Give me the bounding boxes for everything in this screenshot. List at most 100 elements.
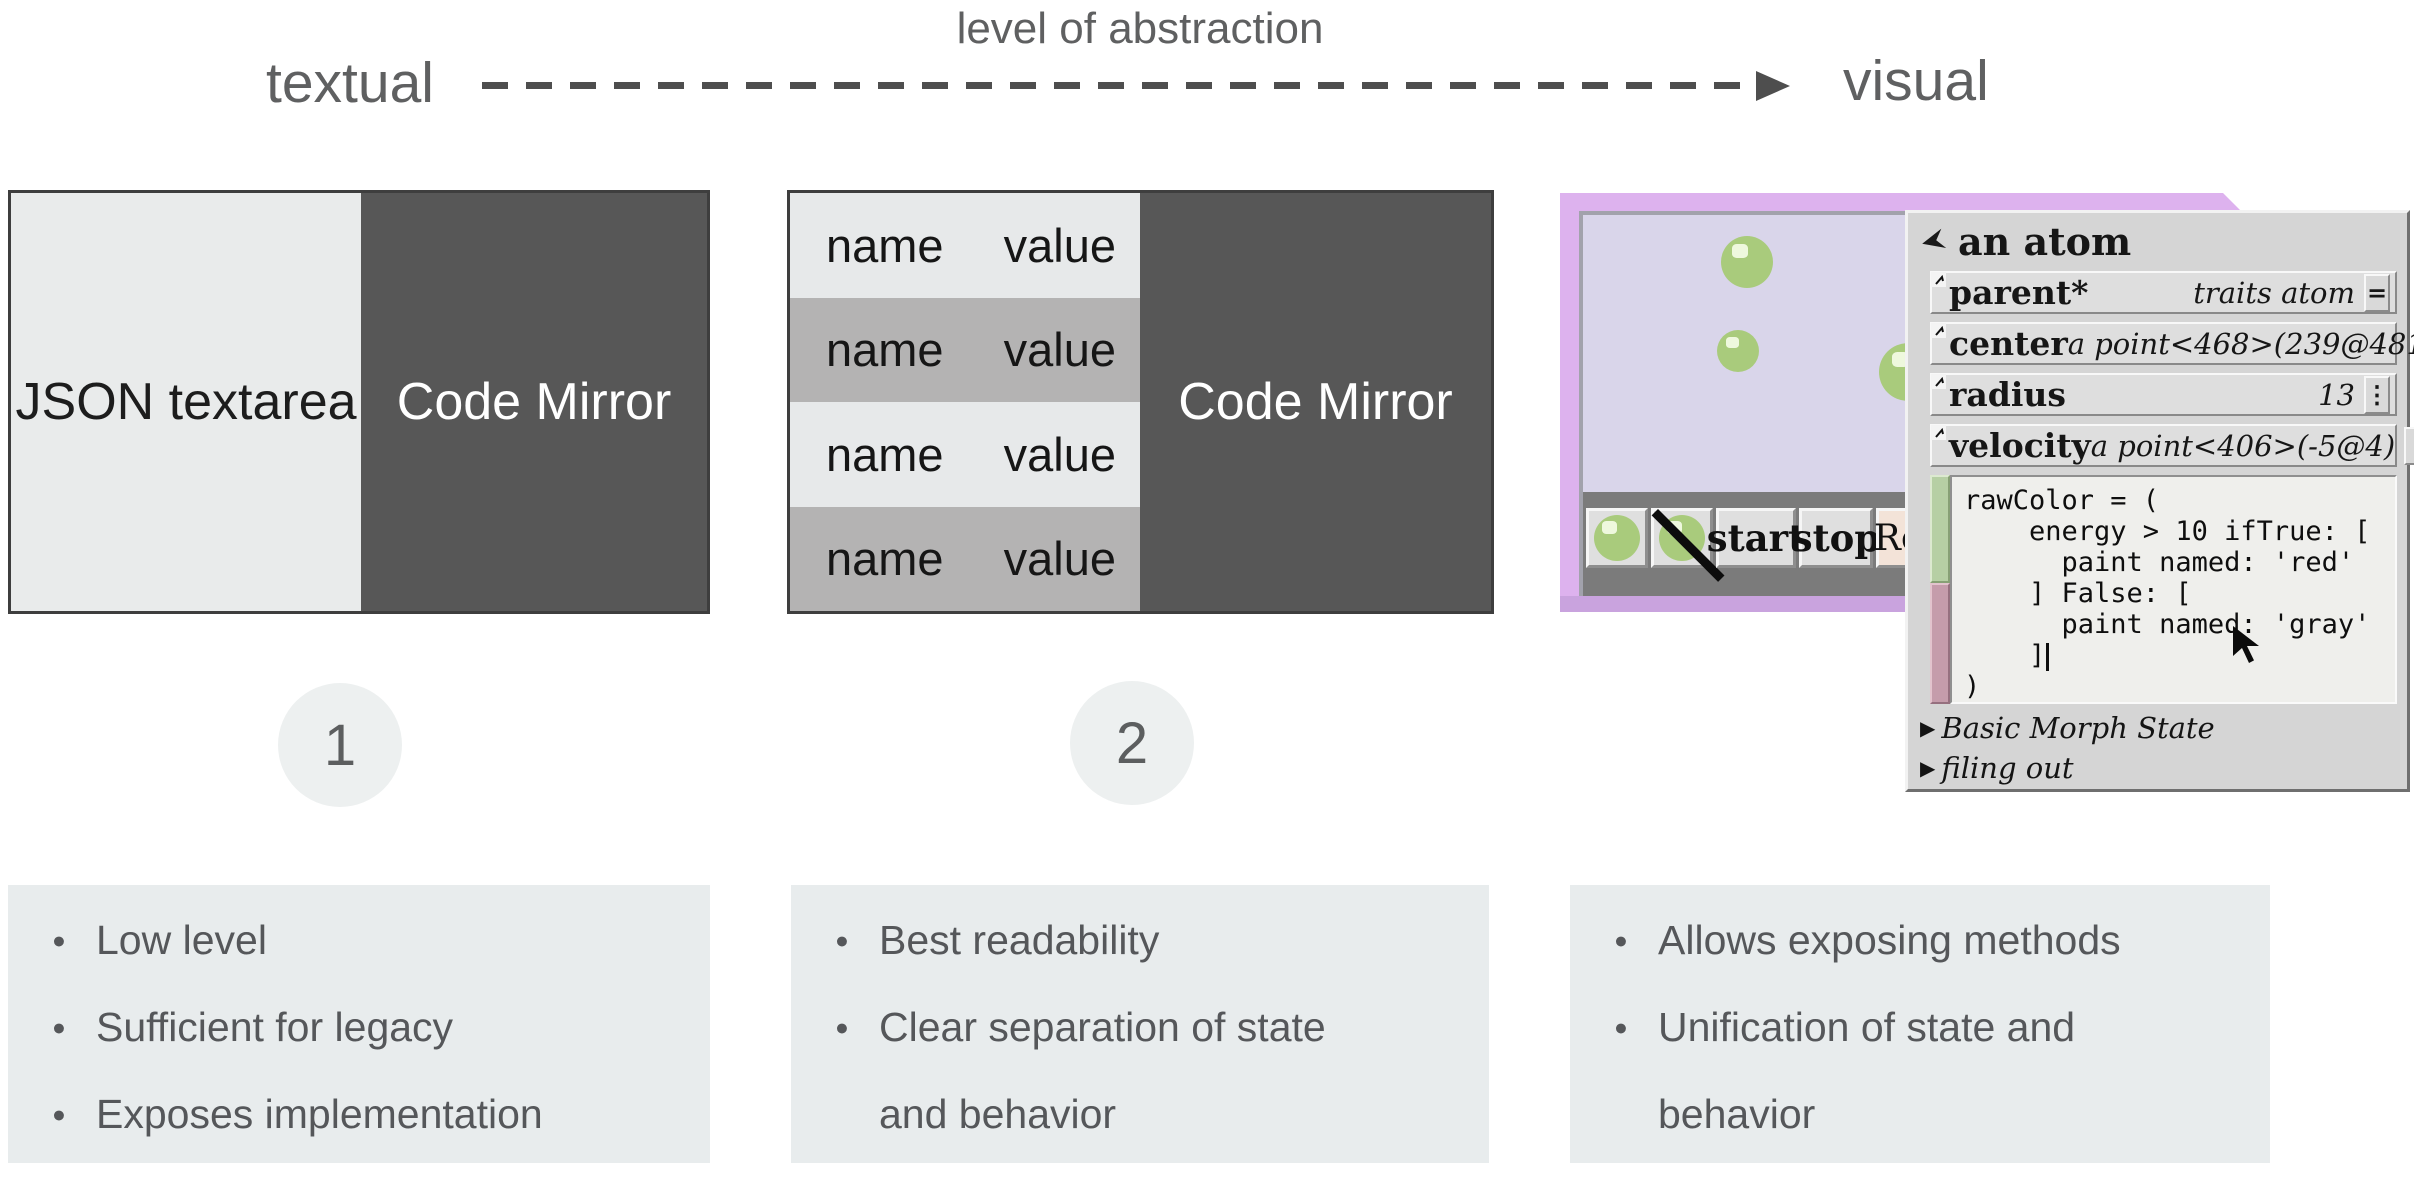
- row-name: name: [826, 323, 944, 377]
- slot-value: 13: [2318, 377, 2355, 412]
- list-item: ● Unification of state and behavior: [1614, 984, 2180, 1158]
- code-line: energy > 10 ifTrue: [: [1964, 516, 2371, 547]
- axis-label-textual: textual: [266, 51, 434, 115]
- code-line: ): [1964, 671, 1981, 702]
- expand-triangle-icon[interactable]: ▶: [1920, 716, 1936, 740]
- table-row: name value: [790, 506, 1140, 611]
- approach-2-box: name value name value name value name va…: [787, 190, 1494, 614]
- slot-menu-button[interactable]: =: [2364, 273, 2390, 312]
- slot-value: a point<468>(239@481): [2067, 326, 2414, 361]
- table-row: name value: [790, 193, 1140, 298]
- bullet-icon: ●: [52, 1101, 66, 1127]
- slot-row-center[interactable]: center a point<468>(239@481) ⋮: [1930, 322, 2414, 365]
- slot-menu-button[interactable]: ⋮: [2364, 375, 2390, 414]
- name-value-table: name value name value name value name va…: [790, 193, 1140, 611]
- section-label: Basic Morph State: [1941, 711, 2215, 745]
- ball-highlight: [1732, 244, 1749, 258]
- code-scroll-strip[interactable]: [1930, 475, 1950, 704]
- slot-value: a point<406>(-5@4): [2090, 428, 2396, 463]
- bullet-icon: ●: [52, 927, 66, 953]
- stop-button[interactable]: stop: [1792, 508, 1880, 568]
- slot-corner-icon[interactable]: [1931, 425, 1946, 440]
- expand-triangle-icon[interactable]: ▶: [1920, 756, 1936, 780]
- scroll-segment-green[interactable]: [1930, 475, 1950, 583]
- self-outliner-panel: an atom parent* traits atom = center a p…: [1905, 210, 2414, 792]
- list-item: ● Allows exposing methods: [1614, 897, 2180, 984]
- slot-corner-icon[interactable]: [1931, 272, 1946, 287]
- bullet-text: Allows exposing methods: [1658, 917, 2121, 963]
- json-textarea-label: JSON textarea: [15, 373, 357, 431]
- atom-ball[interactable]: [1717, 330, 1759, 372]
- table-row: name value: [790, 402, 1140, 507]
- slot-menu-button[interactable]: ⋮: [2404, 426, 2414, 465]
- slot-value: traits atom: [2193, 275, 2355, 310]
- code-line: paint named: 'red': [1964, 547, 2355, 578]
- add-atom-button[interactable]: [1586, 508, 1648, 568]
- approach-1-box: JSON textarea Code Mirror: [8, 190, 710, 614]
- slot-row-velocity[interactable]: velocity a point<406>(-5@4) ⋮: [1930, 424, 2414, 467]
- code-line: ]: [1964, 640, 2046, 671]
- section-filing-out[interactable]: ▶ filing out: [1918, 751, 2397, 785]
- table-row: name value: [790, 297, 1140, 402]
- slot-name: velocity: [1949, 426, 2091, 465]
- bullet-icon: ●: [835, 1014, 849, 1040]
- list-item: ●Clear separation of state and behavior: [835, 984, 1399, 1158]
- start-button[interactable]: start: [1707, 508, 1805, 568]
- mouse-cursor-icon: [2233, 626, 2259, 663]
- slot-row-parent[interactable]: parent* traits atom =: [1930, 271, 2397, 314]
- bullet-text: Exposes implementation: [96, 1091, 543, 1137]
- slot-corner-icon[interactable]: [1931, 323, 1946, 338]
- step-number-1: 1: [278, 683, 402, 807]
- atom-icon: [1594, 515, 1640, 561]
- codemirror-label-2: Code Mirror: [1178, 373, 1453, 431]
- codemirror-panel-1: Code Mirror: [361, 193, 707, 611]
- slot-name: parent*: [1949, 273, 2089, 312]
- bullet-icon: ●: [835, 927, 849, 953]
- remove-atom-button[interactable]: [1651, 508, 1725, 582]
- section-basic-morph-state[interactable]: ▶ Basic Morph State: [1918, 711, 2397, 745]
- scroll-segment-pink[interactable]: [1930, 582, 1950, 704]
- code-slot: rawColor = ( energy > 10 ifTrue: [ paint…: [1930, 475, 2397, 704]
- list-item: ● Sufficient for legacy: [52, 984, 620, 1071]
- row-value: value: [1003, 218, 1116, 272]
- arrow-head-icon: [1756, 71, 1790, 101]
- bullet-icon: ●: [1614, 1014, 1628, 1040]
- bullet-text: Sufficient for legacy: [96, 1004, 454, 1050]
- axis-title: level of abstraction: [956, 4, 1324, 53]
- bullet-icon: ●: [52, 1014, 66, 1040]
- bullets-approach-3: ● Allows exposing methods ● Unification of…: [1570, 885, 2270, 1163]
- codemirror-label-1: Code Mirror: [396, 373, 672, 431]
- collapse-arrow-icon[interactable]: [1918, 228, 1948, 254]
- list-item: ● Low level: [52, 897, 620, 984]
- outliner-title: an atom: [1958, 218, 2132, 264]
- bullet-text: Unification of state and behavior: [1658, 1004, 2076, 1137]
- code-editor[interactable]: rawColor = ( energy > 10 ifTrue: [ paint…: [1950, 475, 2397, 704]
- step-number-2: 2: [1070, 681, 1194, 805]
- ball-highlight: [1891, 352, 1910, 368]
- slot-name: radius: [1949, 375, 2066, 414]
- code-line: ] False: [: [1964, 578, 2192, 609]
- atom-ball[interactable]: [1721, 236, 1773, 288]
- row-name: name: [826, 427, 944, 481]
- row-value: value: [1003, 532, 1116, 586]
- row-name: name: [826, 532, 944, 586]
- abstraction-axis-dashed-line: [482, 82, 1758, 89]
- code-line: paint named: 'gray': [1964, 609, 2371, 640]
- row-value: value: [1003, 323, 1116, 377]
- bullet-text: Low level: [96, 917, 267, 963]
- codemirror-panel-2: Code Mirror: [1140, 193, 1491, 611]
- slot-name: center: [1949, 324, 2068, 363]
- code-line: rawColor = (: [1964, 485, 2160, 516]
- axis-label-visual: visual: [1843, 49, 1989, 113]
- bullet-icon: ●: [1614, 927, 1628, 953]
- text-caret: [2046, 642, 2050, 671]
- ball-highlight: [1726, 336, 1739, 348]
- bullets-approach-2: ●Best readability ●Clear separation of s…: [791, 885, 1489, 1163]
- json-textarea-panel: JSON textarea: [11, 193, 362, 611]
- outliner-title-row: an atom: [1918, 218, 2397, 264]
- slot-corner-icon[interactable]: [1931, 374, 1946, 389]
- list-item: ●Best readability: [835, 897, 1399, 984]
- section-label: filing out: [1941, 751, 2074, 785]
- slot-row-radius[interactable]: radius 13 ⋮: [1930, 373, 2397, 416]
